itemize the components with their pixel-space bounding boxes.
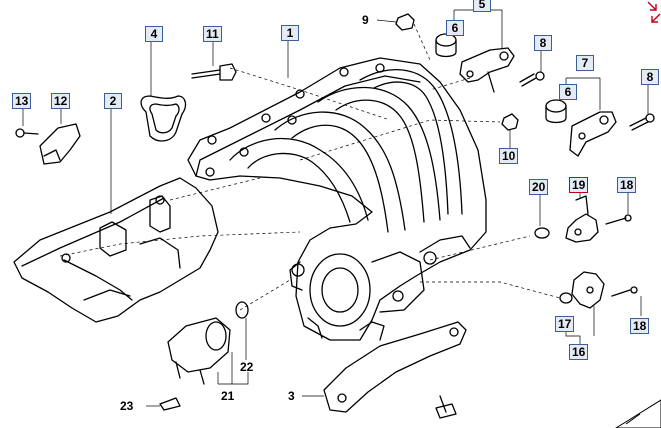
callout-10[interactable]: 10 [499, 148, 519, 164]
callout-16[interactable]: 16 [569, 344, 589, 360]
nut-9 [395, 13, 415, 31]
seal-17 [559, 292, 573, 304]
bolt-11 [191, 63, 237, 81]
sensor-16 [571, 271, 605, 309]
callout-21[interactable]: 21 [221, 389, 235, 403]
leader-lines [22, 9, 649, 407]
page-corner-icon[interactable] [615, 399, 661, 428]
callout-20[interactable]: 20 [529, 179, 549, 195]
expand-arrows-icon[interactable] [647, 1, 661, 23]
callout-18a[interactable]: 18 [617, 177, 637, 193]
callout-18b[interactable]: 18 [630, 318, 650, 334]
bolt-18b [611, 286, 638, 297]
callout-9[interactable]: 9 [362, 13, 369, 27]
intake-manifold [187, 57, 487, 341]
seal-22 [235, 301, 249, 319]
part-10 [501, 113, 519, 131]
gasket [140, 95, 187, 142]
bolt-8b [629, 113, 655, 131]
sensor-19 [565, 195, 599, 243]
callout-3[interactable]: 3 [288, 389, 295, 403]
bolt-8a [519, 71, 545, 87]
seal-20 [534, 227, 550, 239]
callout-22[interactable]: 22 [240, 360, 254, 374]
part-6a [435, 33, 457, 58]
heat-shield [13, 177, 219, 323]
part-6b [545, 99, 567, 124]
callout-13[interactable]: 13 [12, 93, 32, 109]
callout-6b[interactable]: 6 [559, 84, 577, 100]
callout-5[interactable]: 5 [473, 0, 491, 12]
callout-8b[interactable]: 8 [641, 69, 659, 85]
callout-6a[interactable]: 6 [446, 20, 464, 36]
callout-17[interactable]: 17 [555, 316, 575, 332]
callout-7[interactable]: 7 [576, 55, 594, 71]
bolt-23 [159, 397, 181, 411]
bracket-5 [459, 47, 515, 93]
bolt-18a [605, 214, 632, 225]
bracket-3 [323, 321, 467, 419]
callout-19[interactable]: 19 [569, 177, 589, 193]
callout-2[interactable]: 2 [104, 93, 122, 109]
callout-11[interactable]: 11 [203, 26, 222, 42]
bracket-12 [15, 123, 81, 165]
bracket-7 [569, 111, 617, 157]
callout-4[interactable]: 4 [145, 26, 163, 42]
actuator-21 [167, 317, 231, 385]
callout-23[interactable]: 23 [120, 399, 134, 413]
callout-8a[interactable]: 8 [534, 35, 552, 51]
callout-12[interactable]: 12 [51, 93, 71, 109]
callout-1[interactable]: 1 [281, 25, 299, 41]
